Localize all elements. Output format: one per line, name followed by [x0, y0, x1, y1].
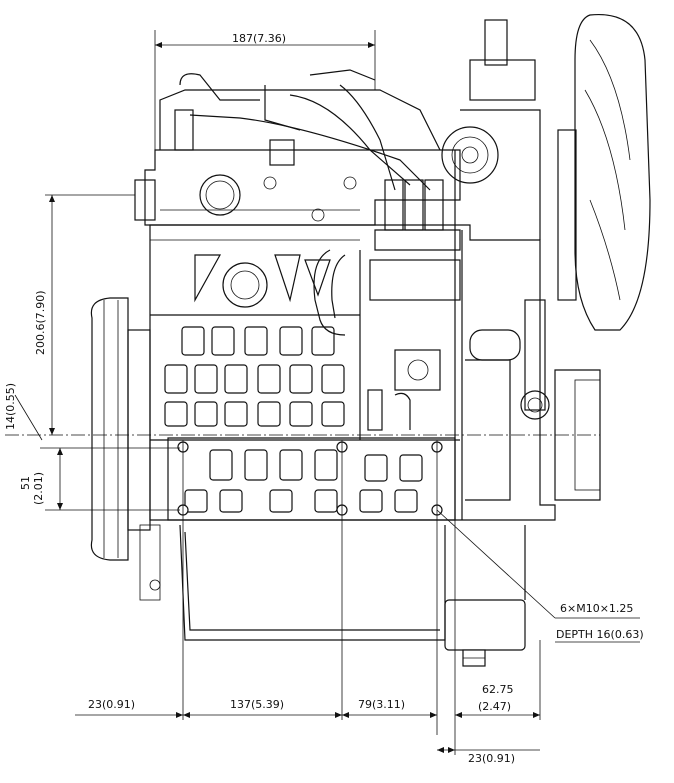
dim-bottom-23-left: 23(0.91) — [88, 698, 135, 711]
dimension-lines — [14, 30, 640, 755]
dim-height-to-top: 200.6(7.90) — [34, 290, 47, 355]
dim-bottom-23-right: 23(0.91) — [468, 752, 515, 765]
dim-offset-51: 51 — [19, 476, 32, 490]
dim-top-width: 187(7.36) — [232, 32, 286, 45]
callout-thread: 6×M10×1.25 — [560, 602, 633, 615]
dim-bottom-137: 137(5.39) — [230, 698, 284, 711]
dim-right-62: 62.75 — [482, 683, 514, 696]
dim-right-62-inch: (2.47) — [478, 700, 511, 713]
engine-block — [134, 89, 556, 521]
dim-offset-14: 14(0.55) — [4, 383, 17, 430]
callout-depth: DEPTH 16(0.63) — [556, 628, 644, 641]
dim-offset-51-inch: (2.01) — [32, 472, 45, 505]
block-ribs — [150, 314, 460, 513]
oil-pan — [179, 524, 526, 667]
cooling-fan — [554, 13, 651, 501]
fuel-injection-lines — [174, 69, 461, 431]
dim-bottom-79: 79(3.11) — [358, 698, 405, 711]
water-pump — [441, 19, 550, 501]
crank-pulley — [90, 297, 161, 601]
